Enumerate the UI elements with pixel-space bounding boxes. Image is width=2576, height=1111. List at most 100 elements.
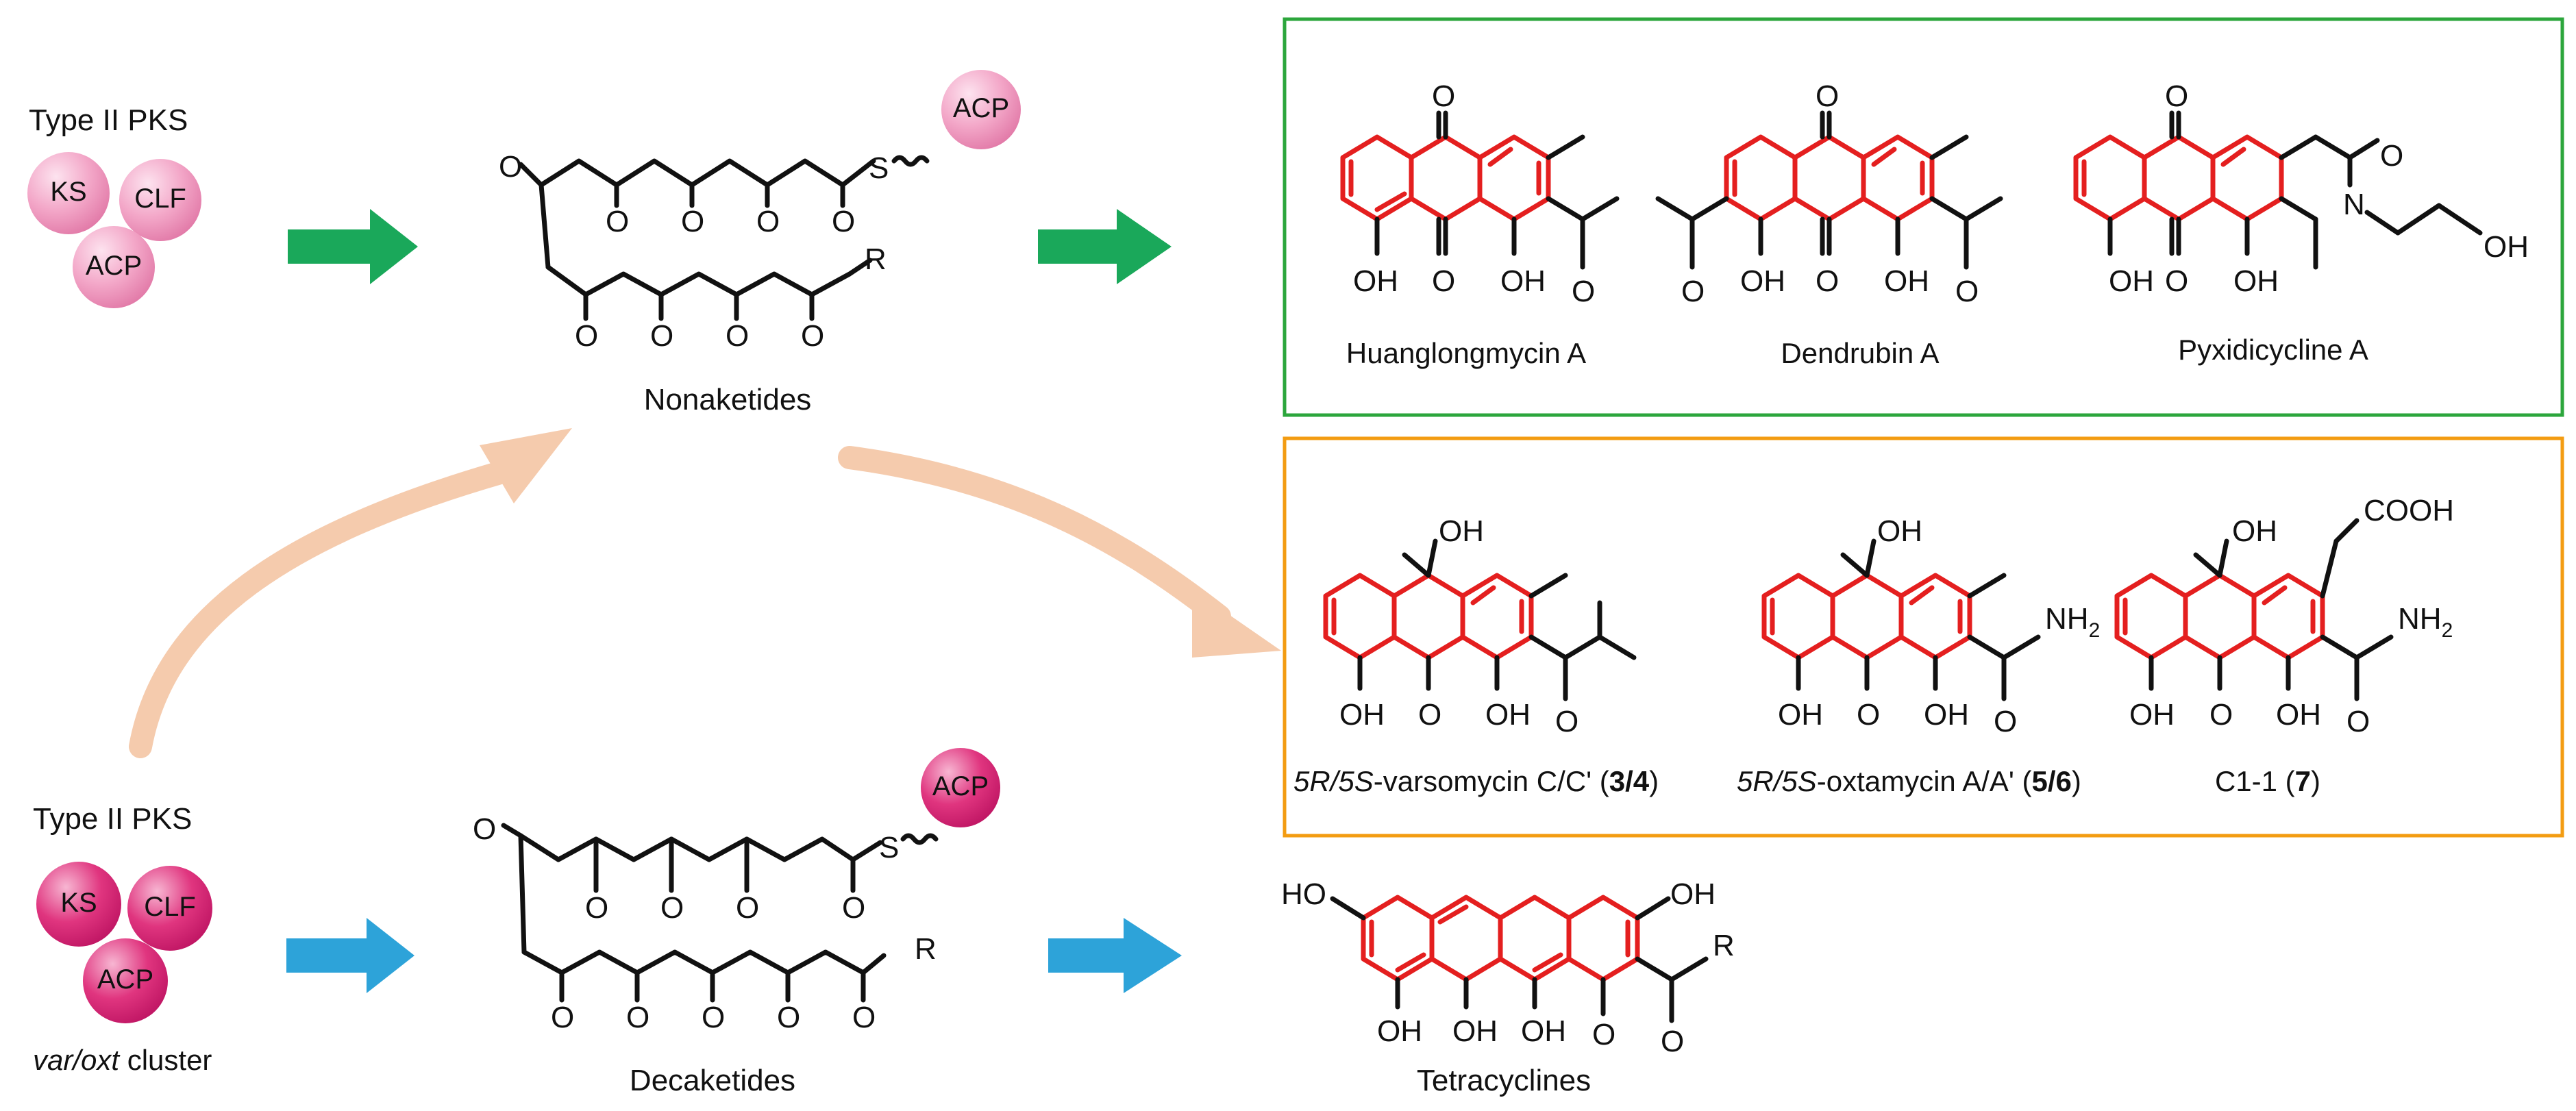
den-oh-1: OH (1740, 264, 1785, 298)
den-o-mid: O (1816, 264, 1839, 298)
tet-oh-top: OH (1670, 877, 1716, 911)
tetracycline-label: Tetracyclines (1417, 1064, 1591, 1097)
den-oh-2: OH (1884, 264, 1929, 298)
peach-arrow-down-shaft (838, 446, 1231, 628)
nona-wavy-bond (891, 155, 930, 167)
huanglongmycin-structure: O O OH OH O Huanglongmycin A (1340, 79, 1620, 369)
deca-s: S (879, 831, 899, 864)
nona-o-6: O (575, 319, 598, 353)
c11-nh2-nh: NH (2398, 602, 2442, 636)
tetracycline-structure: HO OH OH OH OH O O R Tetracyclines (1281, 877, 1735, 1097)
pyx-o-mid: O (2165, 264, 2188, 298)
varsomycin-label-end: ) (1649, 765, 1659, 797)
decaketide-label: Decaketides (630, 1064, 795, 1097)
nona-acp-sphere (941, 70, 1021, 149)
oxt-oh-1: OH (1778, 698, 1823, 732)
oxt-nh2-sub: 2 (2089, 619, 2101, 642)
bottom-acp-label: ACP (97, 964, 153, 995)
den-o-acetyl-1: O (1681, 275, 1705, 308)
bottom-acp-sphere (83, 938, 168, 1023)
tet-o-ketone: O (1592, 1018, 1615, 1051)
tet-r: R (1713, 929, 1735, 962)
deca-acp-label: ACP (932, 771, 989, 801)
c1-1-label: C1-1 (7) (2215, 765, 2320, 797)
deca-o-1: O (473, 812, 496, 846)
c11-oh-1: OH (2129, 698, 2175, 732)
cluster-label-italic: var/oxt (33, 1044, 121, 1076)
cluster-label: var/oxt cluster (33, 1044, 212, 1076)
c11-o-mid: O (2209, 698, 2233, 732)
hua-o-acetyl: O (1572, 275, 1595, 308)
varsomycin-label-rest: -varsomycin C/C' ( (1374, 765, 1609, 797)
tet-oh-2: OH (1452, 1014, 1498, 1048)
oxt-nh2-nh: NH (2045, 602, 2089, 636)
nona-o-9: O (801, 319, 824, 353)
peach-arrow-up-head (480, 428, 572, 503)
oxtamycin-label-bold: 5/6 (2032, 765, 2072, 797)
var-o-ketone: O (1555, 705, 1578, 738)
hua-oh-2: OH (1500, 264, 1546, 298)
pyx-o-top: O (2165, 79, 2188, 113)
bottom-ks-label: KS (60, 888, 97, 918)
bottom-clf-label: CLF (144, 892, 196, 922)
cluster-label-rest: cluster (119, 1044, 212, 1076)
deca-o-2: O (585, 891, 608, 925)
nona-o-4: O (756, 205, 780, 238)
hua-o-top: O (1432, 79, 1455, 113)
c1-1-label-rest: C1-1 ( (2215, 765, 2295, 797)
oxt-o-mid: O (1857, 698, 1880, 732)
green-arrow-1 (288, 209, 418, 284)
deca-o-4: O (736, 891, 759, 925)
oxtamycin-label-italic: 5R/5S (1737, 765, 1817, 797)
bottom-clf-enzyme: CLF (127, 866, 212, 951)
deca-o-8: O (702, 1001, 725, 1034)
c11-nh2: NH2 (2398, 602, 2453, 642)
top-acp-enzyme: ACP (73, 226, 155, 308)
var-o-mid: O (1418, 698, 1441, 732)
tet-oh-3: OH (1521, 1014, 1566, 1048)
nona-o-5: O (832, 205, 855, 238)
pyx-o-lactam: O (2380, 139, 2403, 173)
tet-o-acyl: O (1661, 1025, 1684, 1058)
nonaketide-label: Nonaketides (644, 383, 812, 416)
hua-oh-1: OH (1353, 264, 1398, 298)
top-clf-enzyme: CLF (119, 159, 201, 241)
oxtamycin-label-rest: -oxtamycin A/A' ( (1817, 765, 2032, 797)
nona-acp-label: ACP (953, 93, 1009, 123)
top-clf-sphere (119, 159, 201, 241)
nona-o-3: O (681, 205, 704, 238)
nonaketide-upper-chain (538, 158, 876, 188)
top-pks-title: Type II PKS (29, 103, 188, 137)
deca-o-10: O (852, 1001, 876, 1034)
oxt-nh2: NH2 (2045, 602, 2100, 642)
green-box (1283, 17, 2564, 417)
orange-box (1283, 436, 2564, 838)
nonaketide-link (538, 182, 551, 270)
top-clf-label: CLF (134, 184, 186, 214)
hua-o-mid: O (1432, 264, 1455, 298)
nona-r: R (865, 242, 887, 276)
top-ks-sphere (27, 152, 110, 234)
nona-o-1: O (499, 150, 522, 184)
oxtamycin-structure: OH O OH OH O NH2 5R/5S-oxtamycin A/A' (5… (1737, 514, 2100, 797)
oxt-oh-top: OH (1877, 514, 1922, 548)
var-oh-top: OH (1439, 514, 1484, 548)
decaketide-structure: O O O O O O O O O O S R ACP Decaketides (473, 748, 1000, 1097)
peach-arrow-up-shaft (129, 461, 512, 758)
den-o-acetyl-2: O (1955, 275, 1979, 308)
bottom-acp-enzyme: ACP (83, 938, 168, 1023)
nonaketide-lower-chain (545, 258, 873, 297)
dendrubin-structure: O O OH OH O O Dendrubin A (1655, 79, 2003, 369)
deca-o-9: O (777, 1001, 800, 1034)
nona-o-7: O (650, 319, 673, 353)
tet-oh-1: OH (1377, 1014, 1422, 1048)
deca-o-7: O (626, 1001, 649, 1034)
nona-s: S (869, 151, 889, 185)
varsomycin-label-bold: 3/4 (1609, 765, 1650, 797)
blue-arrow-2 (1048, 918, 1182, 993)
varsomycin-label: 5R/5S-varsomycin C/C' (3/4) (1293, 765, 1659, 797)
den-o-top: O (1816, 79, 1839, 113)
pyx-n: N (2343, 188, 2365, 221)
deca-r: R (915, 932, 937, 966)
